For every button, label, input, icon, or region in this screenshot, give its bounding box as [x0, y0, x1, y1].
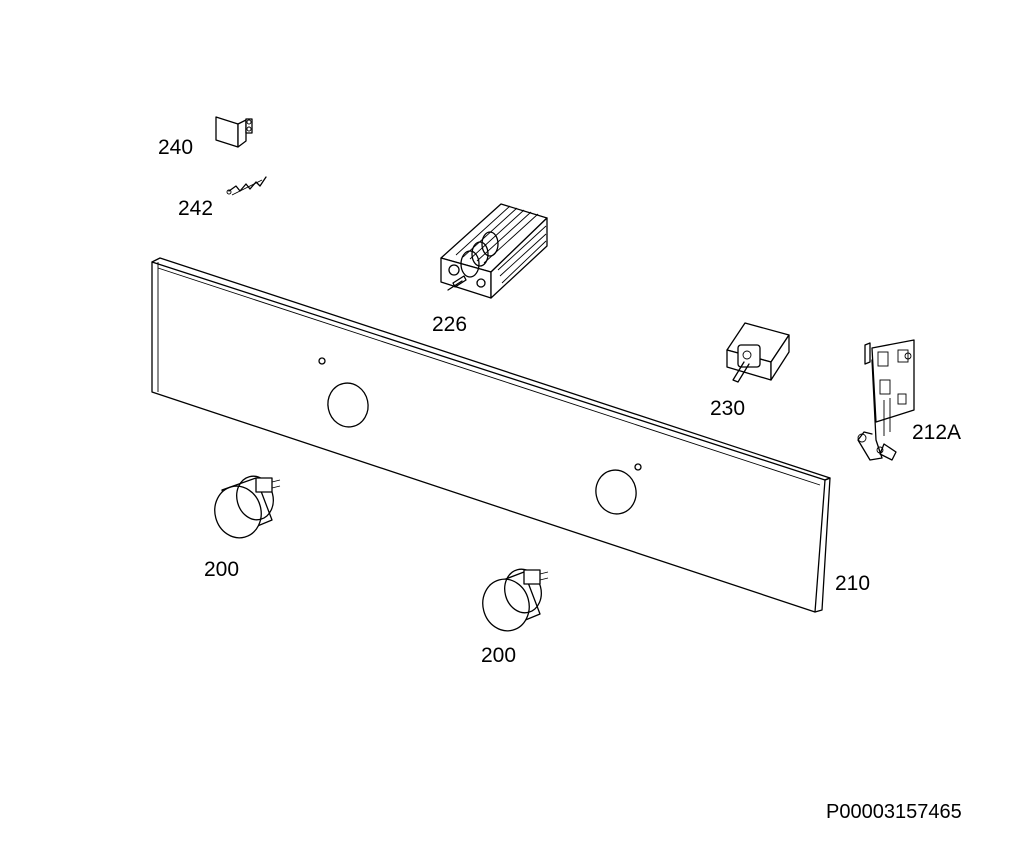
label-242: 242 [178, 197, 213, 220]
label-200-right: 200 [481, 644, 516, 667]
part-212A-bracket [857, 339, 915, 461]
part-200-knob-left [214, 475, 281, 539]
label-212A: 212A [912, 421, 961, 444]
part-242-spring [226, 176, 267, 196]
part-210-control-panel [151, 257, 831, 613]
label-210: 210 [835, 572, 870, 595]
part-240-clip [215, 116, 253, 148]
diagram-reference-number: P00003157465 [826, 801, 962, 823]
label-240: 240 [158, 136, 193, 159]
label-230: 230 [710, 397, 745, 420]
label-200-left: 200 [204, 558, 239, 581]
part-230-switch [726, 322, 790, 383]
part-200-knob-right [482, 568, 549, 632]
label-226: 226 [432, 313, 467, 336]
part-226-selector-switch [440, 203, 548, 299]
